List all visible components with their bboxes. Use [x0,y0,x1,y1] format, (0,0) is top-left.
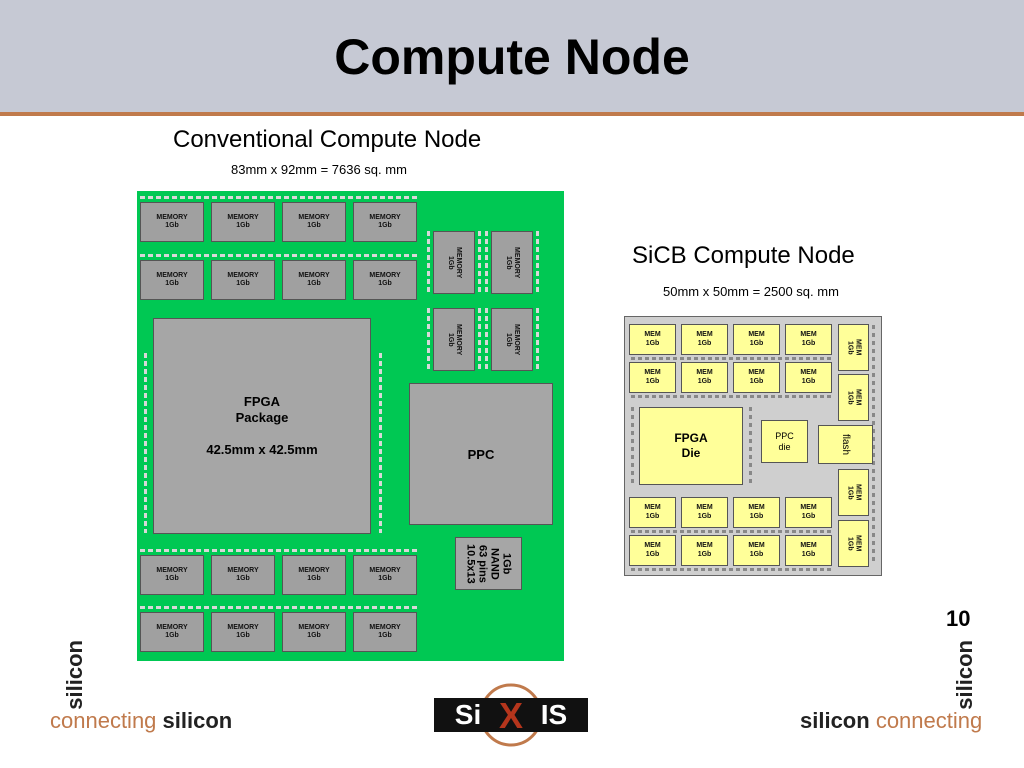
rotated-mem-pads [536,308,539,371]
slide-title: Compute Node [334,29,690,85]
sicb-pads-right [872,325,875,565]
sicb-mem-pads-row-2 [631,395,831,398]
svg-text:Si: Si [455,699,481,730]
rotated-mem-pads [478,308,481,371]
conventional-title: Conventional Compute Node [173,126,482,153]
rotated-mem-pads [478,231,481,294]
memory-pads-row-3 [140,549,419,552]
brand-left-silicon: silicon [162,708,233,733]
svg-text:X: X [499,695,523,736]
fpga-pads-left [144,353,147,533]
brand-left-bottom: connecting silicon [50,708,232,734]
conventional-dimensions: 83mm x 92mm = 7636 sq. mm [231,162,407,177]
brand-right-silicon: silicon [800,708,870,733]
fpga-pads-right [379,353,382,533]
rotated-mem-pads [427,231,430,294]
brand-right-vertical: silicon [952,640,977,710]
sicb-pads-mid [749,407,752,487]
svg-text:IS: IS [541,699,567,730]
sicb-dimensions: 50mm x 50mm = 2500 sq. mm [663,284,839,299]
brand-right-connecting: connecting [875,708,983,733]
memory-pads-row-4 [140,606,419,609]
sixis-logo: Si X IS [428,680,594,750]
sicb-mem-pads-row-4 [631,568,831,571]
flash-chip: flash [818,425,873,464]
sicb-title: SiCB Compute Node [632,242,855,269]
memory-pads-row-1 [140,196,419,199]
brand-left-vertical: silicon [62,640,87,710]
rotated-mem-pads [536,231,539,294]
page-number: 10 [946,606,971,631]
title-bar [0,0,1024,112]
brand-left-connecting: connecting [50,708,157,733]
title-rule [0,112,1024,116]
sixis-logo-graphic: Si X IS [434,683,588,747]
memory-pads-row-2 [140,254,419,257]
sicb-mem-pads-row-3 [631,530,831,533]
ppc-chip: PPC [409,383,553,525]
sicb-mem-pads-row-1 [631,357,831,360]
sicb-pads-left [631,407,634,487]
brand-right-bottom: silicon connecting [800,708,982,734]
rotated-mem-pads [485,231,488,294]
rotated-mem-pads [485,308,488,371]
rotated-mem-pads [427,308,430,371]
